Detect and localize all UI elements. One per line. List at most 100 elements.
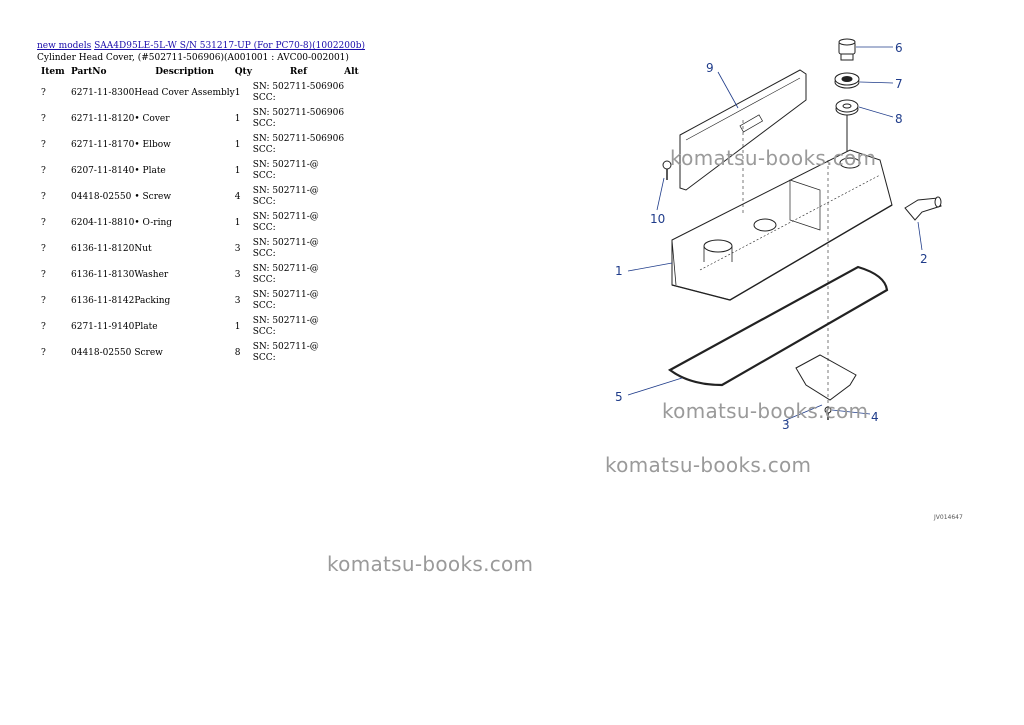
cell-ref: SN: 502711-@SCC: [253,210,344,236]
ref-scc: SCC: [252,301,276,311]
cell-item: ? [41,243,46,254]
cell-qty: 3 [234,295,241,306]
column-header-alt: Alt [344,67,359,77]
callout-9: 9 [706,61,714,75]
cell-description: • Elbow [134,139,171,150]
cell-item: ? [41,295,46,306]
cell-description: • O-ring [134,217,173,228]
cell-alt [344,80,364,106]
elbow-part-2 [904,196,942,221]
cell-partno: 6271-11-9140 [71,321,135,332]
ref-scc: SCC: [252,119,276,129]
cell-description: Packing [134,295,171,306]
callout-6: 6 [895,41,903,55]
cell-alt [344,184,364,210]
cell-qty: 1 [234,321,241,332]
cell-description: Screw [134,347,163,358]
cell-partno: 6207-11-8140 [71,165,135,176]
cell-qty: 1 [234,139,241,150]
watermark: komatsu-books.com [662,399,869,423]
cell-item: ? [41,165,46,176]
cell-item: ? [41,191,46,202]
screw-part-4 [824,406,832,420]
cell-ref: SN: 502711-@SCC: [253,262,344,288]
ref-serial: SN: 502711-@ [252,316,319,326]
ref-scc: SCC: [252,353,276,363]
cell-partno: 6136-11-8130 [71,269,135,280]
cell-item: ? [41,269,46,280]
cell-ref: SN: 502711-@SCC: [253,288,344,314]
cell-ref: SN: 502711-@SCC: [253,158,344,184]
cell-description: Washer [134,269,169,280]
cell-qty: 4 [234,191,241,202]
plate-part-3 [795,354,857,401]
ref-serial: SN: 502711-506906 [252,82,345,92]
breadcrumb-link-model[interactable]: SAA4D95LE-5L-W S/N 531217-UP (For PC70-8… [94,41,366,51]
cell-description: • Cover [134,113,170,124]
cell-description: • Screw [134,191,172,202]
ref-scc: SCC: [252,275,276,285]
cell-qty: 1 [234,165,241,176]
ref-scc: SCC: [252,145,276,155]
cell-partno: 6136-11-8120 [71,243,135,254]
table-row[interactable]: ? 04418-02550 • Screw 4 SN: 502711-@SCC: [37,184,364,210]
cell-item: ? [41,347,46,358]
ref-serial: SN: 502711-506906 [252,108,345,118]
callout-10: 10 [650,212,665,226]
cell-ref: SN: 502711-@SCC: [253,184,344,210]
cell-description: Plate [134,321,158,332]
cell-partno: 04418-02550 [71,191,132,202]
cell-alt [344,314,364,340]
cell-item: ? [41,113,46,124]
watermark: komatsu-books.com [327,552,534,576]
cell-alt [344,288,364,314]
cell-alt [344,210,364,236]
cell-alt [344,158,364,184]
packing-gasket-part-5 [667,265,889,387]
cell-partno: 6271-11-8170 [71,139,135,150]
ref-scc: SCC: [252,93,276,103]
column-header-item: Item [41,67,65,77]
cell-description: Head Cover Assembly [134,87,235,98]
cell-alt [344,340,364,366]
column-header-partno: PartNo [71,67,107,77]
cell-item: ? [41,321,46,332]
cell-description: Nut [134,243,152,254]
column-header-description: Description [155,67,214,77]
cell-alt [344,132,364,158]
head-cover-part-1 [671,149,893,301]
parts-table: Item PartNo Description Qty Ref Alt ?627… [37,66,364,366]
nut-part-6 [838,38,856,61]
watermark: komatsu-books.com [605,453,812,477]
page-title: Cylinder Head Cover, (#502711-506906)(A0… [37,53,349,63]
figure-code: JV014647 [934,514,963,521]
cell-alt [344,236,364,262]
ref-scc: SCC: [252,171,276,181]
ref-scc: SCC: [252,327,276,337]
breadcrumb-link-new-models[interactable]: new models [37,41,92,51]
callout-4: 4 [871,410,879,424]
cell-qty: 3 [234,243,241,254]
cell-partno: 6271-11-8120 [71,113,135,124]
ref-serial: SN: 502711-@ [252,342,319,352]
column-header-ref: Ref [289,67,307,77]
ref-serial: SN: 502711-@ [252,212,319,222]
callout-7: 7 [895,77,903,91]
ref-scc: SCC: [252,197,276,207]
cell-item: ? [41,139,46,150]
ref-serial: SN: 502711-@ [252,238,319,248]
plate-part-9 [679,69,807,191]
